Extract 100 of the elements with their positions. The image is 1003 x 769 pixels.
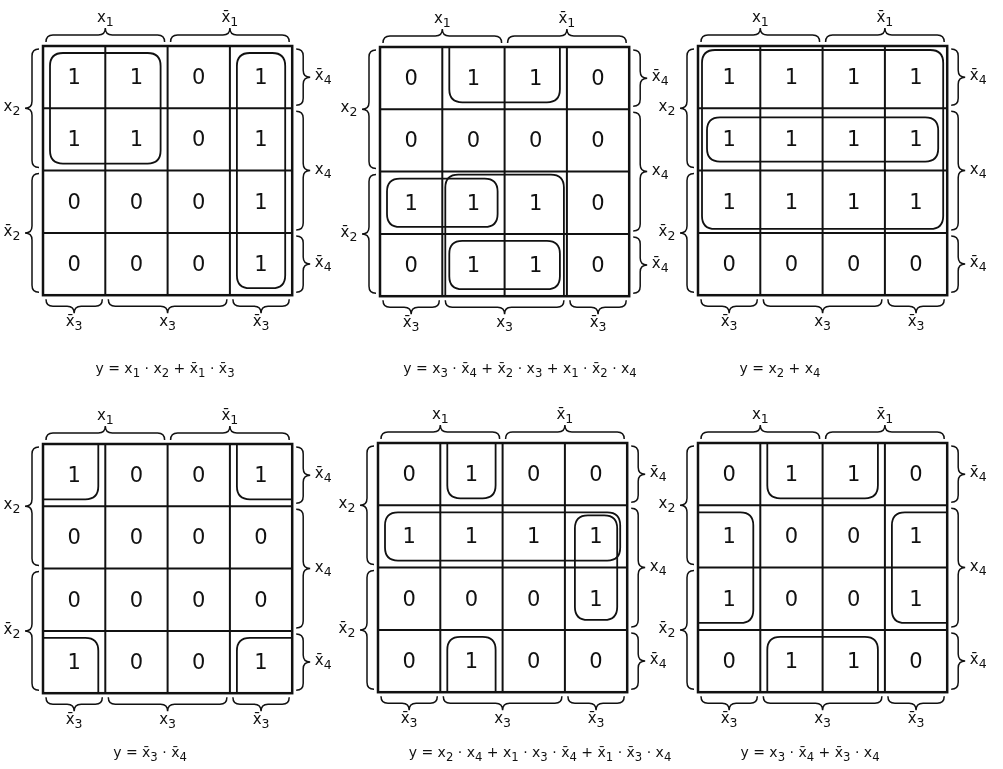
cell-value: 0: [67, 526, 81, 548]
variable-label: x$_{4}$: [969, 161, 987, 180]
cell-value: 1: [722, 588, 736, 610]
variable-label: x̄$_{1}$: [558, 10, 576, 30]
cell-value: 1: [254, 651, 268, 673]
cell-value: 1: [784, 463, 799, 485]
cell-value: 1: [847, 463, 861, 485]
cell-value: 0: [67, 191, 81, 213]
cell-value: 0: [129, 589, 144, 611]
cell-value: 1: [589, 588, 603, 610]
cell-value: 0: [129, 253, 144, 275]
cell-value: 0: [129, 464, 144, 486]
cell-value: 0: [589, 463, 603, 485]
cell-value: 0: [466, 129, 481, 151]
cell-value: 1: [254, 191, 268, 213]
cell-value: 1: [129, 128, 144, 150]
cell-value: 1: [404, 192, 418, 214]
cell-value: 0: [254, 526, 268, 548]
variable-label: x̄$_{4}$: [314, 652, 332, 672]
cell-value: 0: [464, 588, 479, 610]
cell-value: 0: [591, 192, 605, 214]
cell-value: 0: [527, 650, 541, 672]
boolean-formula: y = x$_{2}$ · x$_{4}$ + x$_{1}$ · x$_{3}$ · x̄$_{4}$ + x̄$_{1}$ · x̄$_{3}$ · x$_{4}$: [408, 744, 672, 764]
variable-label: x̄$_{3}$: [65, 711, 83, 731]
boolean-formula: y = x$_{3}$ · x̄$_{4}$ + x̄$_{2}$ · x$_{3}$ + x$_{1}$ · x̄$_{2}$ · x$_{4}$: [403, 360, 637, 380]
cell-value: 1: [909, 191, 923, 213]
cell-value: 1: [847, 128, 861, 150]
cell-value: 1: [722, 191, 736, 213]
variable-label: x̄$_{3}$: [400, 710, 418, 730]
cell-value: 0: [529, 129, 543, 151]
variable-label: x̄$_{4}$: [649, 464, 667, 484]
variable-label: x̄$_{3}$: [252, 711, 270, 731]
cell-value: 0: [784, 588, 799, 610]
variable-label: x$_{4}$: [969, 558, 987, 577]
cell-value: 0: [402, 463, 416, 485]
cell-value: 0: [722, 253, 736, 275]
cell-value: 1: [784, 128, 799, 150]
variable-label: x$_{4}$: [651, 162, 669, 181]
cell-value: 0: [192, 464, 206, 486]
cell-value: 0: [722, 650, 736, 672]
cell-value: 0: [192, 66, 206, 88]
variable-label: x̄$_{3}$: [65, 313, 83, 333]
boolean-formula: y = x$_{2}$ + x$_{4}$: [739, 360, 821, 380]
variable-label: x̄$_{3}$: [587, 710, 605, 730]
cell-value: 1: [464, 650, 479, 672]
variable-label: x̄$_{3}$: [720, 313, 738, 333]
variable-label: x$_{1}$: [751, 406, 769, 426]
cell-value: 0: [67, 589, 81, 611]
cell-value: 0: [527, 588, 541, 610]
variable-label: x$_{4}$: [314, 161, 332, 180]
cell-value: 0: [402, 588, 416, 610]
boolean-formula: y = x$_{1}$ · x$_{2}$ + x̄$_{1}$ · x̄$_{3}$: [95, 360, 235, 380]
cell-value: 0: [404, 254, 418, 276]
variable-label: x$_{2}$: [3, 99, 21, 118]
cell-value: 0: [784, 525, 799, 547]
cell-value: 1: [722, 525, 736, 547]
cell-value: 1: [464, 463, 479, 485]
variable-label: x̄$_{4}$: [314, 254, 332, 274]
cell-value: 0: [909, 253, 923, 275]
variable-label: x̄$_{4}$: [314, 465, 332, 485]
variable-label: x$_{1}$: [96, 407, 114, 427]
cell-value: 0: [909, 650, 923, 672]
variable-label: x̄$_{4}$: [651, 68, 669, 88]
variable-label: x̄$_{4}$: [969, 464, 987, 484]
cell-value: 0: [192, 651, 206, 673]
variable-label: x̄$_{3}$: [907, 313, 925, 333]
cell-value: 0: [784, 253, 799, 275]
variable-label: x̄$_{1}$: [221, 407, 239, 427]
cell-value: 0: [402, 650, 416, 672]
variable-label: x̄$_{3}$: [252, 313, 270, 333]
cell-value: 0: [129, 651, 144, 673]
cell-value: 0: [192, 589, 206, 611]
variable-label: x̄$_{4}$: [649, 651, 667, 671]
cell-value: 1: [466, 192, 481, 214]
cell-value: 0: [591, 67, 605, 89]
cell-value: 1: [529, 254, 543, 276]
cell-value: 1: [909, 588, 923, 610]
cell-value: 0: [591, 129, 605, 151]
cell-value: 1: [529, 192, 543, 214]
cell-value: 1: [722, 128, 736, 150]
cell-value: 0: [847, 253, 861, 275]
variable-label: x̄$_{2}$: [340, 224, 358, 244]
variable-label: x$_{2}$: [338, 496, 356, 515]
cell-value: 0: [192, 191, 206, 213]
cell-value: 0: [67, 253, 81, 275]
cell-value: 0: [527, 463, 541, 485]
variable-label: x$_{1}$: [431, 406, 449, 426]
cell-value: 1: [67, 66, 81, 88]
variable-label: x̄$_{3}$: [402, 314, 420, 334]
variable-label: x$_{1}$: [751, 9, 769, 29]
cell-value: 1: [402, 525, 416, 547]
cell-value: 0: [129, 191, 144, 213]
cell-value: 1: [254, 464, 268, 486]
variable-label: x̄$_{1}$: [876, 406, 894, 426]
cell-value: 0: [847, 588, 861, 610]
variable-label: x$_{3}$: [159, 711, 176, 731]
cell-value: 1: [67, 651, 81, 673]
variable-label: x$_{4}$: [314, 559, 332, 578]
variable-label: x$_{3}$: [814, 313, 831, 333]
cell-value: 1: [784, 66, 799, 88]
